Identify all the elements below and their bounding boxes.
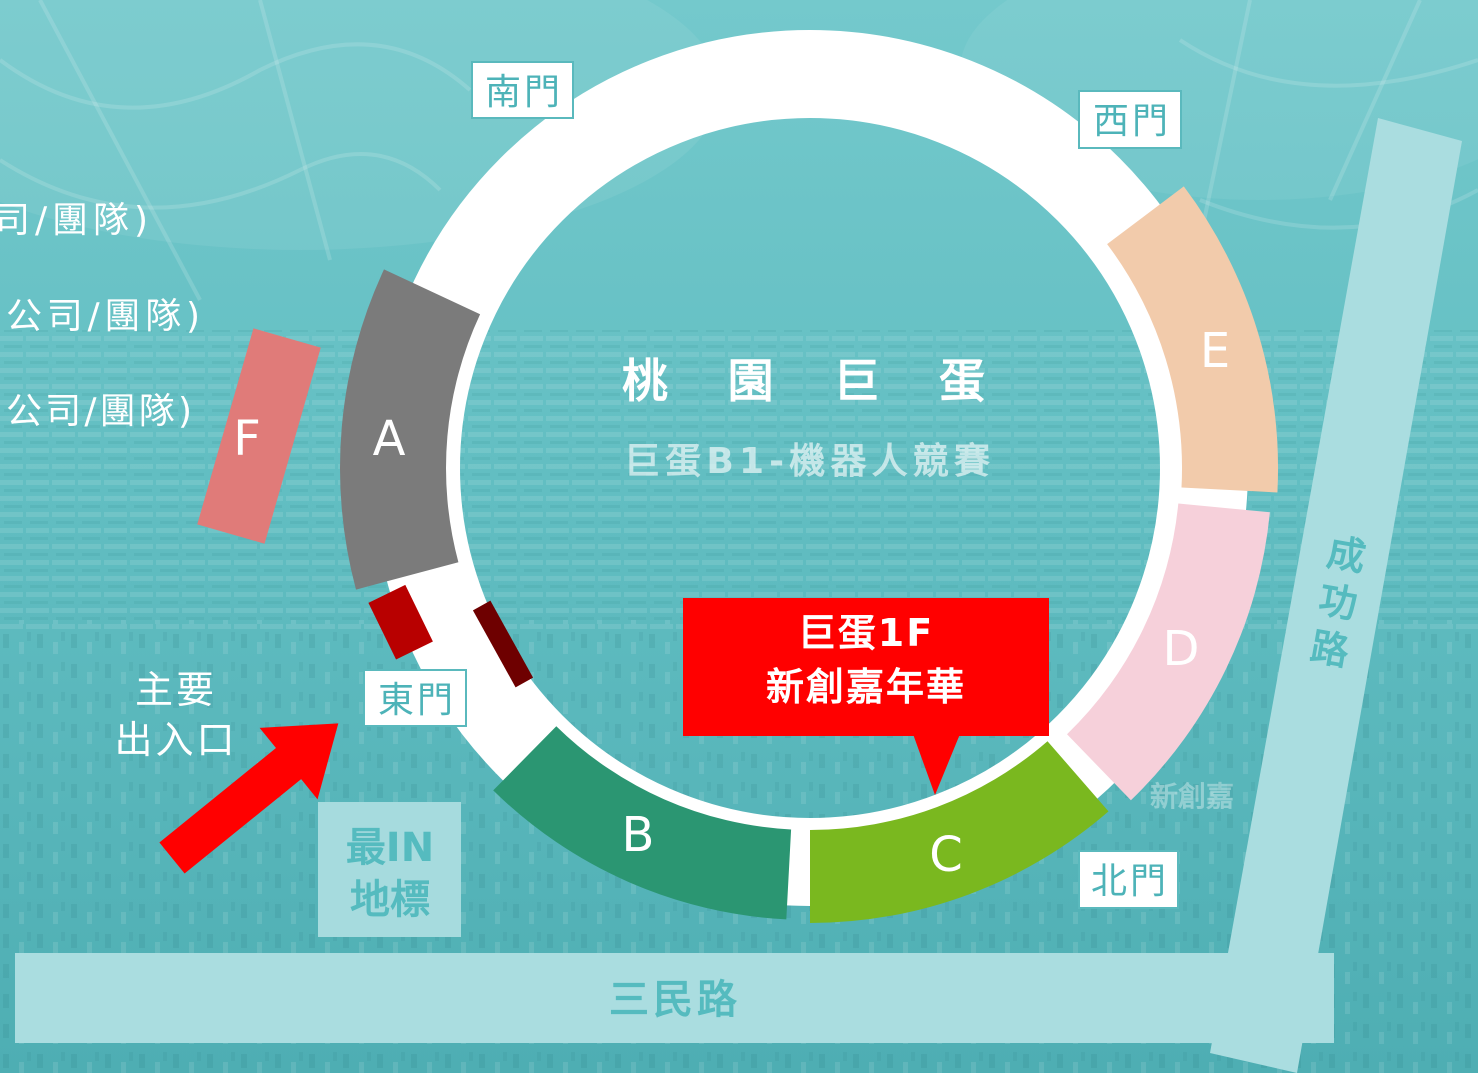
landmark-box (318, 802, 461, 937)
callout-box (683, 598, 1049, 736)
callout-pointer (913, 734, 960, 795)
gate-east-box (363, 669, 467, 727)
side-label-3: 公司/團隊) (6, 391, 192, 432)
callout: 巨蛋1F 新創嘉年華 (683, 598, 1049, 795)
gate-south-label: 南門 (485, 72, 563, 113)
zone-c-label: C (929, 827, 963, 883)
marker-dark-red (472, 600, 534, 688)
gate-west-label: 西門 (1093, 101, 1171, 142)
callout-line-2: 新創嘉年華 (766, 665, 966, 709)
callout-line-1: 巨蛋1F (798, 611, 934, 655)
gate-north-box (1078, 850, 1179, 909)
zone-c (810, 741, 1109, 923)
gate-east-label: 東門 (378, 680, 456, 721)
landmark: 最IN 地標 (318, 802, 461, 937)
gate-south: 南門 (471, 61, 574, 119)
sanmin-road (15, 953, 1334, 1043)
zone-d-label: D (1163, 621, 1200, 677)
landmark-label-2: 地標 (350, 877, 430, 923)
gate-south-box (471, 61, 574, 119)
zone-d (1067, 503, 1270, 801)
zone-b (493, 726, 792, 920)
gate-east: 東門 (363, 669, 467, 727)
gate-north: 北門 (1078, 850, 1179, 909)
zone-a-label: A (373, 411, 406, 467)
main-entrance-label-2: 出入口 (114, 718, 237, 762)
zone-f-label: F (233, 411, 261, 467)
side-label-1: 司/團隊) (0, 200, 148, 241)
main-entrance-arrow (159, 723, 339, 874)
gate-north-label: 北門 (1091, 861, 1169, 902)
gate-west-box (1078, 90, 1182, 149)
marker-red (368, 584, 433, 660)
zone-b-label: B (622, 807, 655, 863)
gate-west: 西門 (1078, 90, 1182, 149)
zone-e (1107, 186, 1279, 493)
zone-f (197, 328, 321, 544)
main-entrance-label-1: 主要 (135, 668, 217, 712)
zone-e-label: E (1200, 323, 1230, 379)
landmark-label-1: 最IN (346, 825, 434, 871)
zone-a (339, 269, 481, 590)
venue-subtitle: 巨蛋B1-機器人競賽 (624, 440, 990, 482)
chenggong-road (1210, 118, 1462, 1073)
background-banner-text: 新創嘉 (1150, 780, 1234, 813)
sanmin-road-label: 三民路 (609, 977, 741, 1023)
